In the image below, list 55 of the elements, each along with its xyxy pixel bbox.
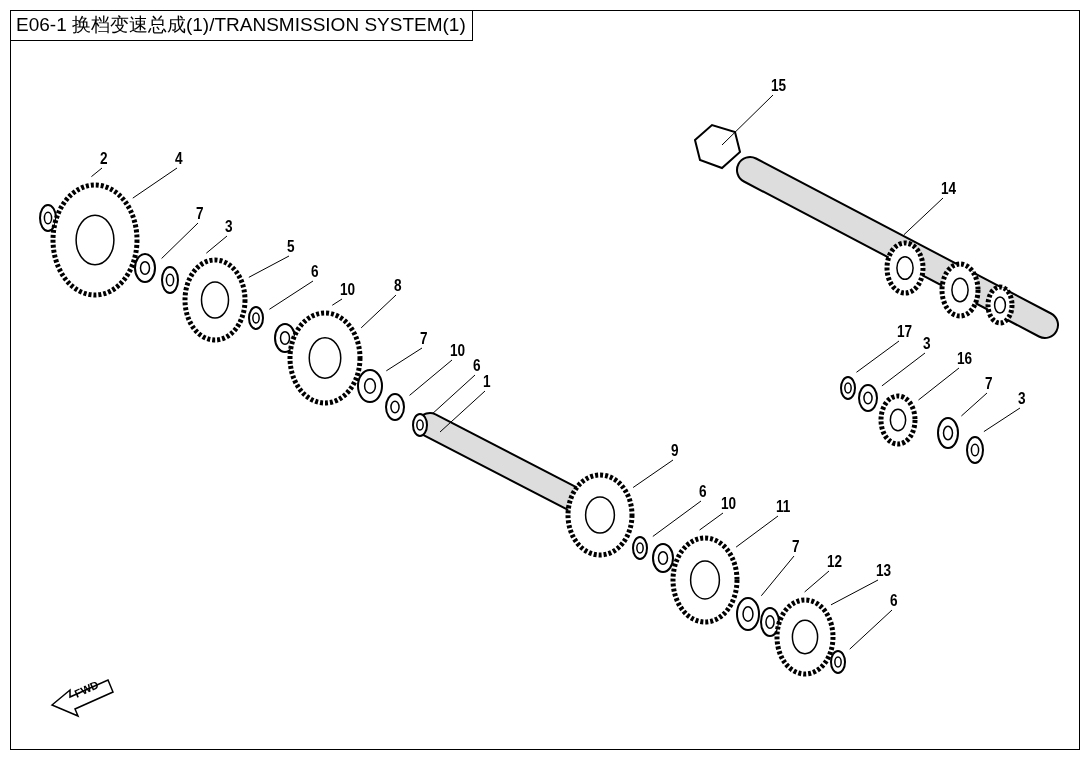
leader-line [248, 255, 290, 278]
leader-line [439, 390, 486, 433]
callout-number: 3 [1018, 390, 1026, 408]
callout-number: 17 [897, 323, 913, 341]
leader-line [132, 167, 178, 199]
callout-number: 7 [792, 538, 800, 556]
leader-line [652, 500, 702, 537]
callout-number: 6 [311, 263, 319, 281]
callout-number: 7 [985, 375, 993, 393]
callout-number: 12 [827, 553, 843, 571]
leader-line [804, 570, 830, 593]
callout-number: 3 [225, 218, 233, 236]
callout-number: 11 [776, 498, 791, 516]
leader-line [432, 374, 476, 415]
title: E06-1 换档变速总成(1)/TRANSMISSION SYSTEM(1) [10, 10, 473, 41]
leader-line [849, 609, 893, 650]
callout-number: 10 [721, 495, 737, 513]
callout-number: 10 [450, 342, 466, 360]
callout-number: 6 [890, 592, 898, 610]
callout-number: 8 [394, 277, 402, 295]
leader-line [918, 367, 960, 401]
callout-number: 9 [671, 442, 679, 460]
leader-line [161, 222, 199, 259]
callout-number: 13 [876, 562, 892, 580]
leader-line [632, 459, 674, 488]
callout-number: 1 [483, 373, 491, 391]
leader-line [721, 94, 774, 146]
leader-line [205, 235, 228, 254]
callout-number: 4 [175, 150, 183, 168]
leader-line [830, 579, 879, 606]
callout-number: 3 [923, 335, 931, 353]
leader-line [268, 280, 314, 310]
leader-line [903, 197, 944, 236]
leader-line [90, 167, 103, 178]
leader-line [409, 359, 453, 396]
callout-number: 15 [771, 77, 787, 95]
callout-number: 7 [196, 205, 204, 223]
leader-line [983, 407, 1021, 433]
leader-line [881, 352, 926, 387]
callout-number: 14 [941, 180, 957, 198]
callout-number: 7 [420, 330, 428, 348]
callout-number: 2 [100, 150, 108, 168]
leader-line [360, 294, 397, 329]
callout-number: 5 [287, 238, 295, 256]
callout-number: 6 [473, 357, 481, 375]
leader-line [385, 347, 423, 372]
leader-line [699, 512, 724, 531]
callout-number: 10 [340, 281, 356, 299]
callout-number: 6 [699, 483, 707, 501]
callout-number: 16 [957, 350, 973, 368]
leader-line [760, 555, 795, 597]
leader-line [735, 515, 779, 548]
leader-line [855, 340, 900, 373]
leader-line [331, 298, 343, 306]
leader-line [960, 392, 988, 417]
